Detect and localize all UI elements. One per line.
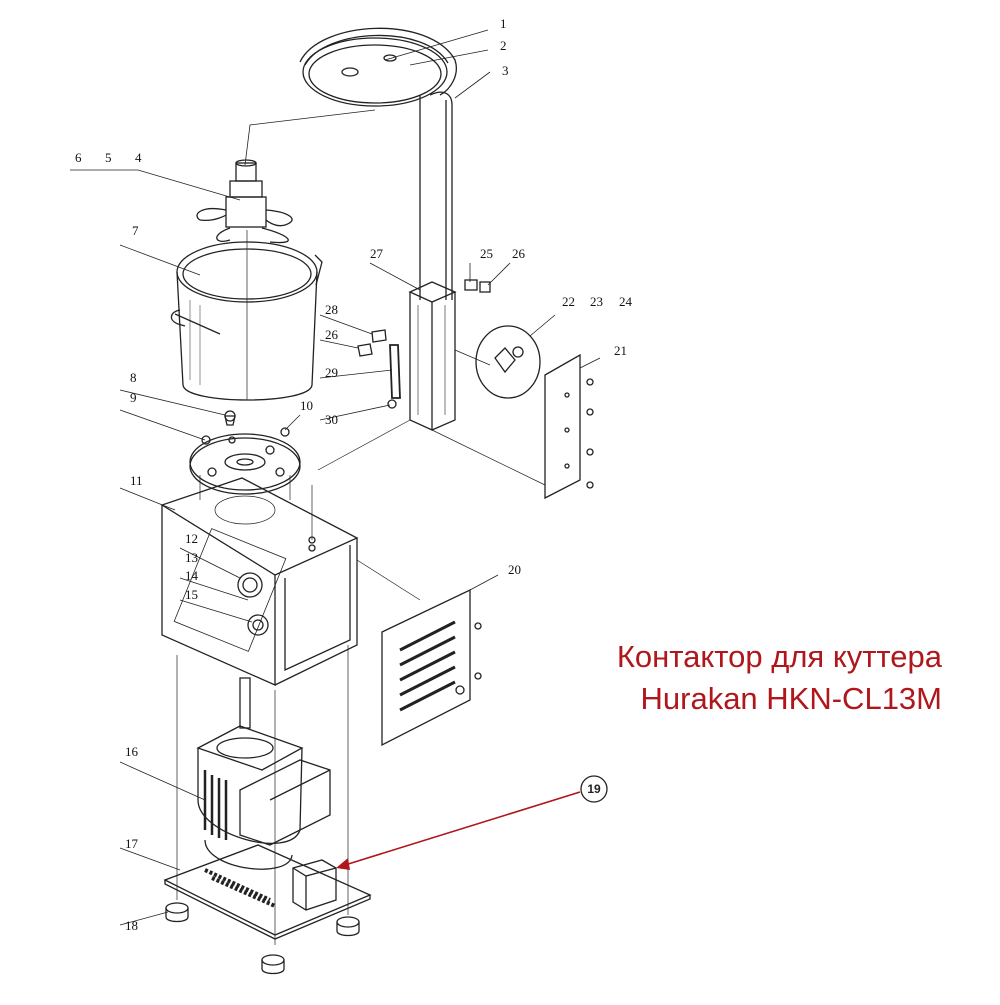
part-label-4: 4 xyxy=(135,150,142,165)
housing xyxy=(160,477,359,686)
bowl xyxy=(170,230,323,401)
caption-title: Контактор для куттера Hurakan HKN-CL13M xyxy=(617,636,942,720)
part-label-7: 7 xyxy=(132,223,139,238)
part-label-24: 24 xyxy=(619,294,633,309)
part-label-9: 9 xyxy=(130,390,137,405)
lid-assembly xyxy=(299,27,457,300)
part-label-20: 20 xyxy=(508,562,521,577)
part-label-30: 30 xyxy=(325,412,338,427)
rear-panel xyxy=(356,559,482,747)
part-label-2: 2 xyxy=(500,38,507,53)
part-label-29: 29 xyxy=(325,365,338,380)
part-number-labels: 1 2 3 4 5 6 7 8 9 10 11 12 13 14 15 16 1… xyxy=(75,16,633,933)
column-tower xyxy=(317,279,546,486)
callout-number: 19 xyxy=(587,782,601,796)
part-label-8: 8 xyxy=(130,370,137,385)
part-label-12: 12 xyxy=(185,531,198,546)
part-label-22: 22 xyxy=(562,294,575,309)
part-label-27: 27 xyxy=(370,246,384,261)
blade-assembly xyxy=(196,159,293,244)
part-label-21: 21 xyxy=(614,343,627,358)
part-label-23: 23 xyxy=(590,294,603,309)
leader-lines xyxy=(70,29,601,926)
part-label-11: 11 xyxy=(130,473,143,488)
base-plate xyxy=(189,410,301,525)
part-label-26-top: 26 xyxy=(512,246,526,261)
part-label-25: 25 xyxy=(480,246,493,261)
contactor-part-19 xyxy=(292,859,337,911)
part-label-14: 14 xyxy=(185,568,199,583)
caption-line-2: Hurakan HKN-CL13M xyxy=(640,681,943,716)
caption-line-1: Контактор для куттера xyxy=(616,639,942,674)
motor xyxy=(196,677,331,870)
part-label-6: 6 xyxy=(75,150,82,165)
part-label-5: 5 xyxy=(105,150,112,165)
part-label-17: 17 xyxy=(125,836,139,851)
part-label-26-left: 26 xyxy=(325,327,339,342)
part-label-3: 3 xyxy=(502,63,509,78)
callout-19: 19 xyxy=(336,775,608,870)
part-label-1: 1 xyxy=(500,16,507,31)
part-label-28: 28 xyxy=(325,302,338,317)
part-label-16: 16 xyxy=(125,744,139,759)
side-plate xyxy=(454,325,594,500)
part-label-15: 15 xyxy=(185,587,198,602)
part-label-10: 10 xyxy=(300,398,313,413)
bottom-plate xyxy=(163,645,372,975)
part-label-18: 18 xyxy=(125,918,138,933)
part-label-13: 13 xyxy=(185,550,198,565)
